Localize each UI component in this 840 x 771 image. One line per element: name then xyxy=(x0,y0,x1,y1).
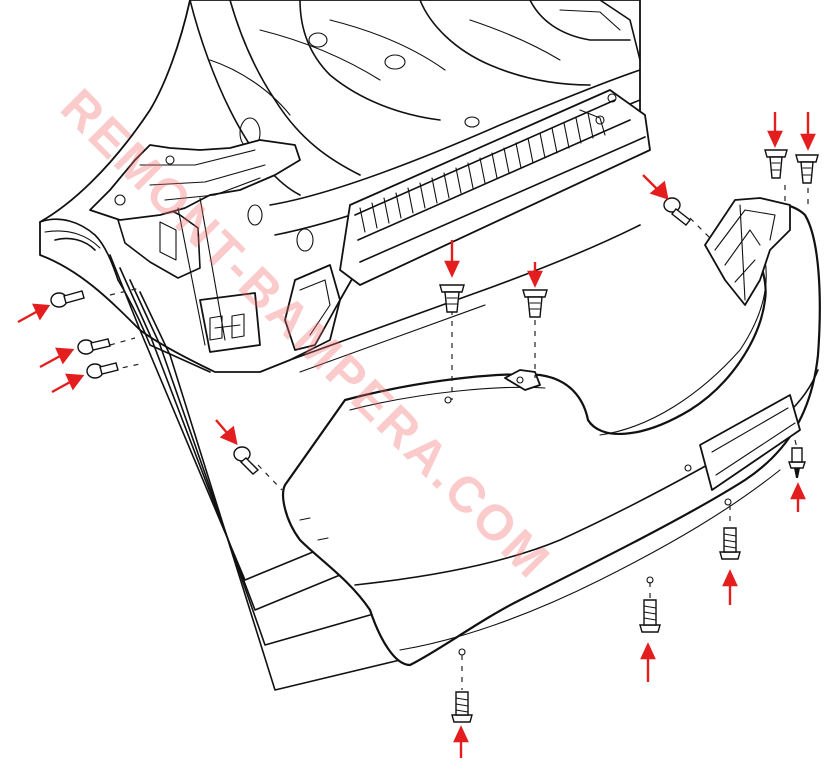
arrow-right-icon xyxy=(39,347,75,369)
push-clip-icon xyxy=(439,284,465,313)
screw-icon xyxy=(663,197,691,226)
removal-arrows xyxy=(17,112,816,758)
screw-icon xyxy=(86,362,119,379)
screw-icon xyxy=(719,527,741,560)
arrow-down-icon xyxy=(800,112,816,151)
screw-icon xyxy=(233,446,260,475)
arrow-diagonal-icon xyxy=(642,174,669,200)
arrow-diagonal-icon xyxy=(215,419,238,446)
arrow-down-icon xyxy=(527,262,543,288)
arrow-down-icon xyxy=(444,240,460,278)
push-clip-icon xyxy=(764,149,788,179)
screw-icon xyxy=(451,691,473,723)
arrow-down-icon xyxy=(767,112,783,148)
screw-icon xyxy=(639,599,661,633)
screw-icon xyxy=(77,338,111,355)
screw-icon xyxy=(788,447,806,478)
arrow-right-icon xyxy=(17,303,51,324)
push-clip-icon xyxy=(795,154,819,184)
fasteners xyxy=(50,149,819,723)
arrow-up-icon xyxy=(640,642,656,682)
push-clip-icon xyxy=(522,289,548,318)
rear-bumper-cover xyxy=(282,197,821,667)
arrow-up-icon xyxy=(453,725,469,758)
arrow-up-icon xyxy=(790,482,806,512)
arrow-right-icon xyxy=(51,373,85,394)
car-rear-body xyxy=(39,0,651,691)
arrow-up-icon xyxy=(722,569,738,605)
screw-icon xyxy=(50,290,85,308)
